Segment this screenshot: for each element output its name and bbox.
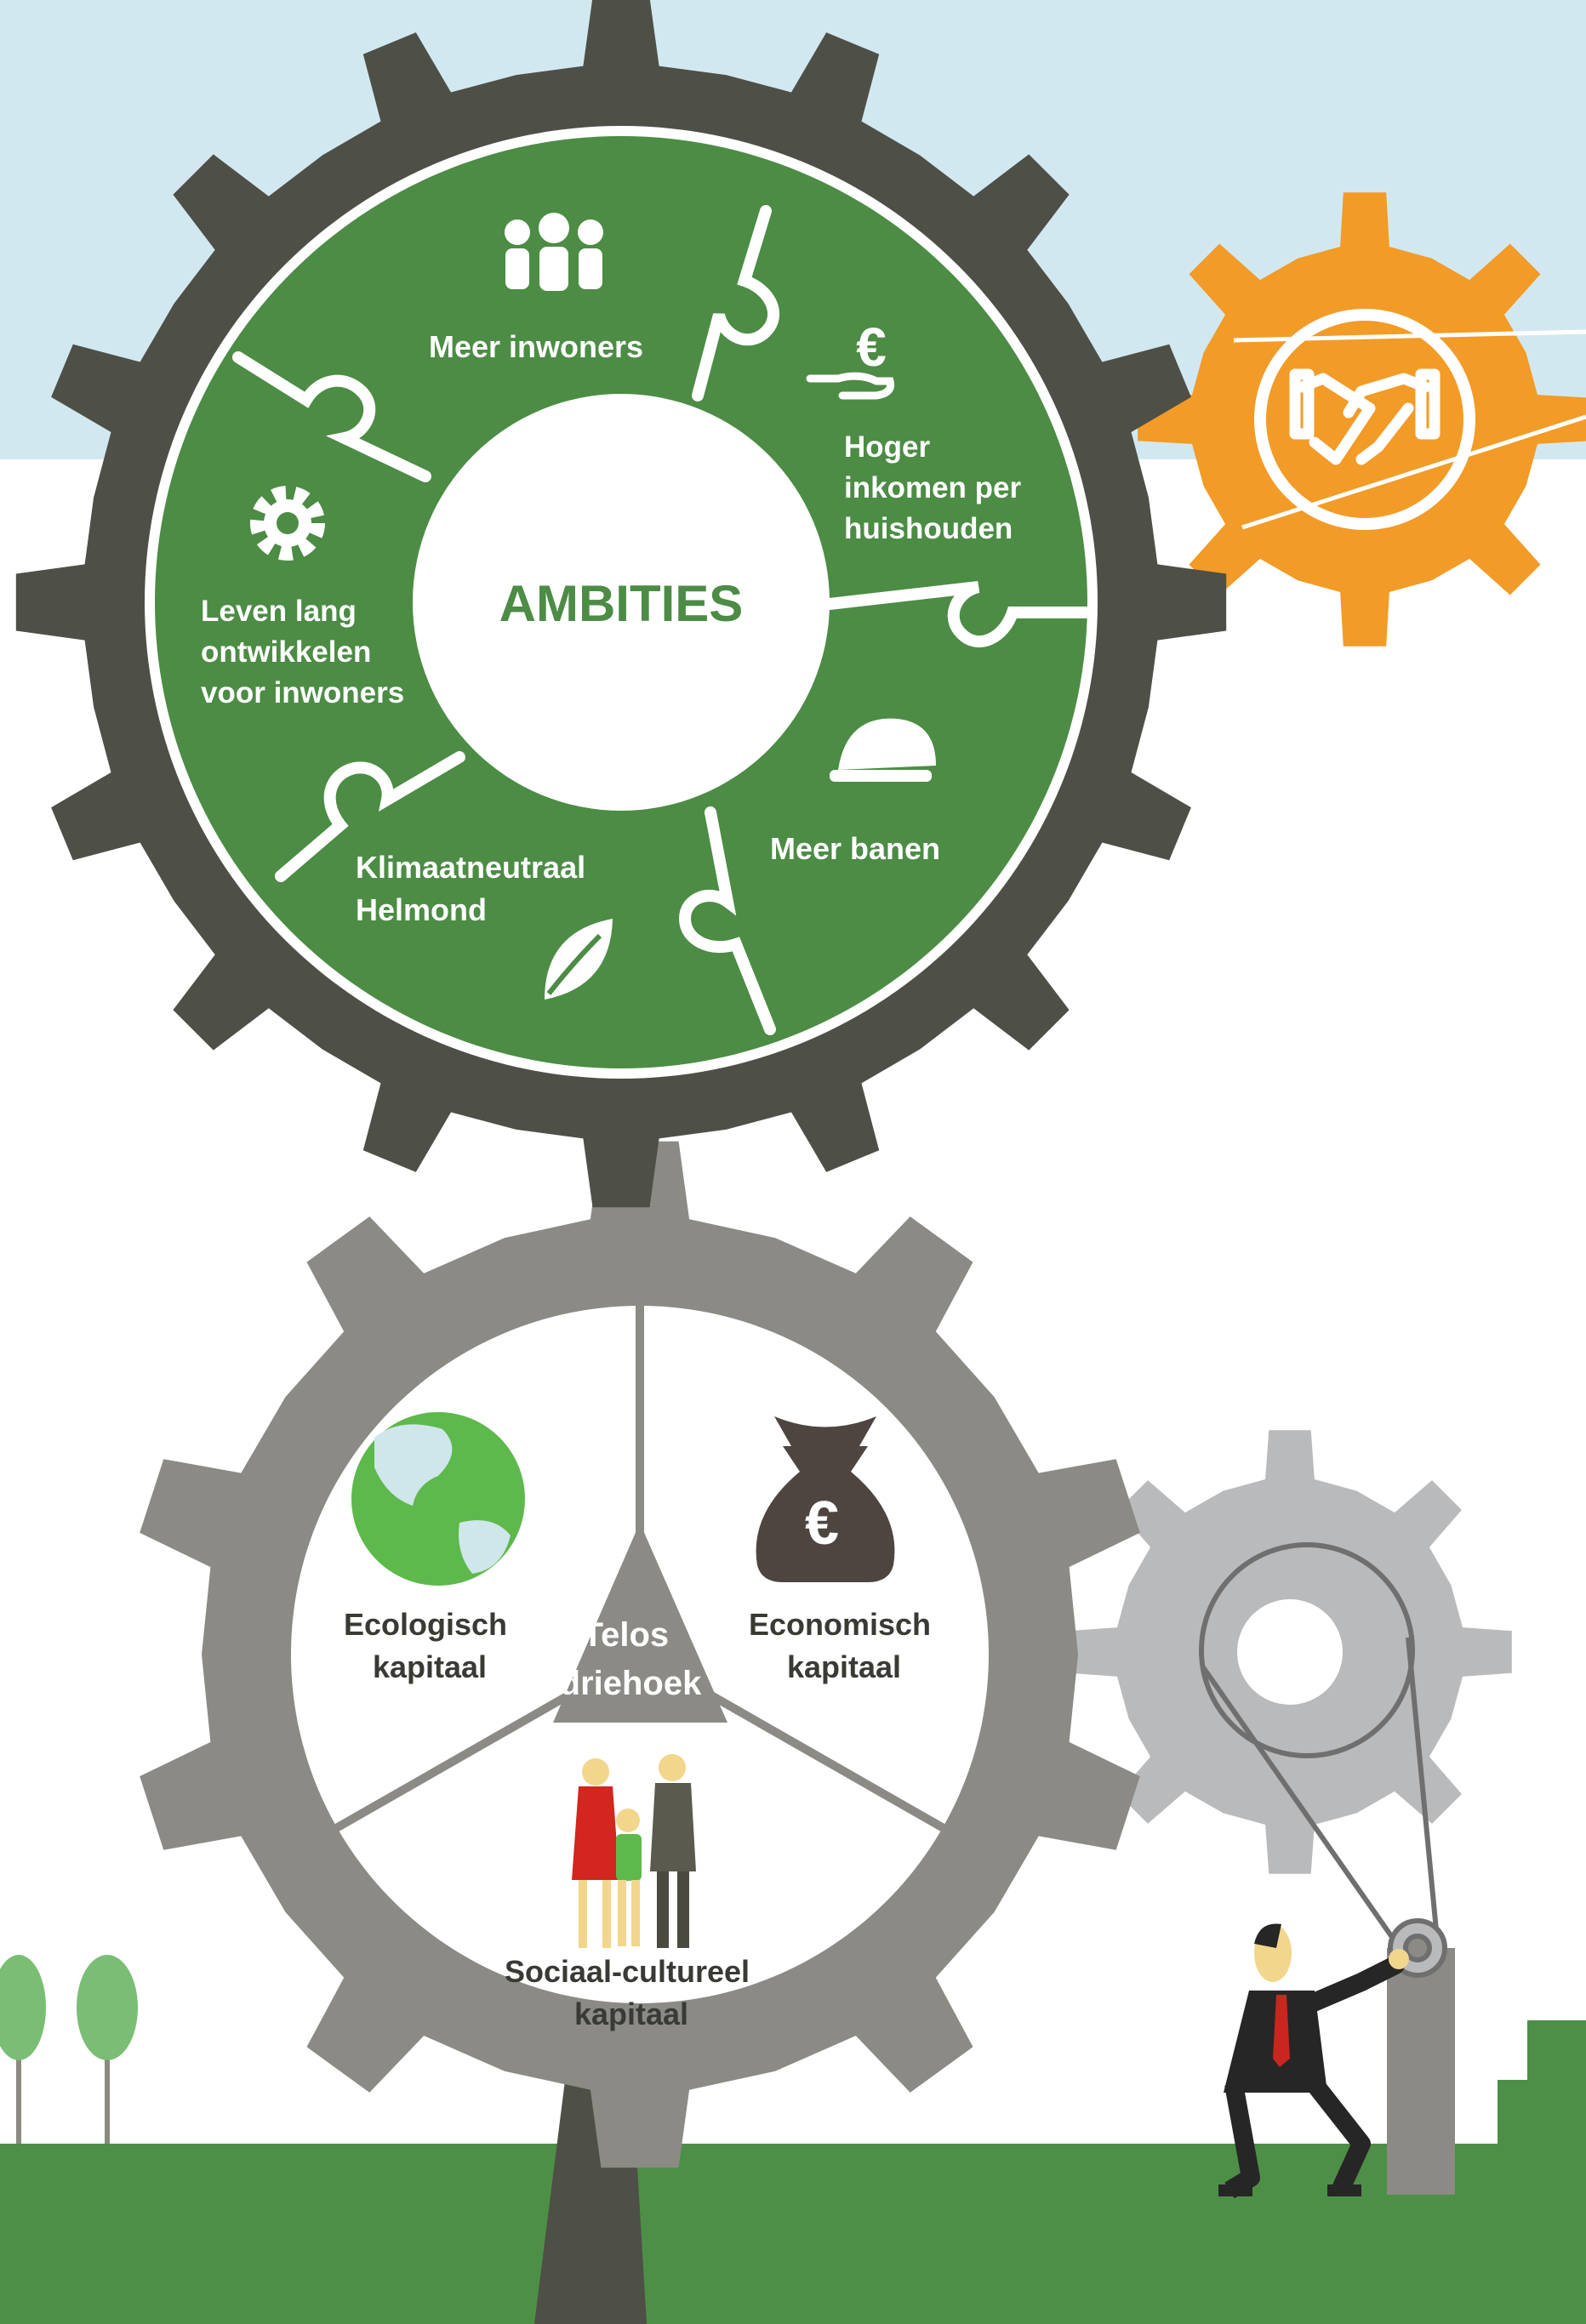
ambition-labels: Meer inwoners Hoger inkomen per huishoud…	[201, 329, 1030, 927]
label-meer-inwoners: Meer inwoners	[429, 329, 643, 364]
handshake-icon	[1289, 368, 1441, 465]
man-turning-crank	[1218, 1923, 1409, 2199]
label-economisch: Economisch kapitaal	[749, 1607, 939, 1684]
label-klimaatneutraal: Klimaatneutraal Helmond	[356, 850, 594, 927]
pulley-gear	[1068, 1430, 1512, 1874]
euro-hand-icon: €	[806, 316, 895, 400]
svg-text:€: €	[805, 1490, 839, 1558]
people-icon	[505, 213, 603, 291]
orange-gear	[1138, 192, 1586, 647]
family-icon	[572, 1754, 696, 1948]
globe-icon	[351, 1412, 525, 1586]
telos-triangle	[553, 1523, 727, 1723]
label-meer-banen: Meer banen	[770, 831, 940, 866]
crank-post	[1387, 1948, 1455, 2195]
ground	[0, 2020, 1586, 2324]
telos-labels: Ecologisch kapitaal Economisch kapitaal …	[344, 1607, 939, 2031]
ambities-gear: AMBITIES	[15, 0, 1227, 1208]
label-ecologisch: Ecologisch kapitaal	[344, 1607, 516, 1684]
ambities-title: AMBITIES	[499, 575, 744, 632]
svg-text:€: €	[856, 316, 887, 378]
label-telos-driehoek: Telos driehoek	[560, 1616, 702, 1702]
gear-icon	[250, 486, 325, 561]
hard-hat-icon	[830, 718, 936, 782]
leaf-icon	[545, 919, 613, 1000]
puzzle-separators	[232, 205, 1093, 1035]
label-hoger-inkomen: Hoger inkomen per huishouden	[844, 430, 1030, 545]
label-sociaal-cultureel: Sociaal-cultureel kapitaal	[505, 1954, 758, 2031]
label-leven-lang: Leven lang ontwikkelen voor inwoners	[201, 595, 404, 709]
trees	[0, 1955, 138, 2144]
money-bag-icon: €	[756, 1416, 895, 1582]
